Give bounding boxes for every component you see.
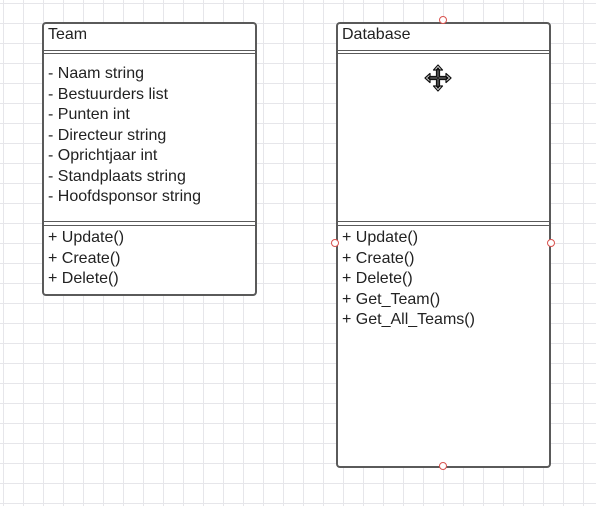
operation[interactable]: + Update()	[342, 229, 419, 246]
operation[interactable]: + Create()	[342, 249, 415, 267]
attribute[interactable]: - Hoofdsponsor string	[48, 188, 201, 205]
connection-handle-right[interactable]	[547, 239, 555, 247]
class-database[interactable]: Database + Update() + Create() + Delete(…	[336, 22, 551, 468]
class-team[interactable]: Team - Naam string - Bestuurders list - …	[42, 22, 257, 296]
attributes-section[interactable]: - Naam string - Bestuurders list - Punte…	[44, 64, 255, 208]
operation[interactable]: + Create()	[48, 249, 121, 267]
attribute[interactable]: - Naam string	[48, 65, 145, 82]
connection-handle-top[interactable]	[439, 16, 447, 24]
operations-section[interactable]: + Update() + Create() + Delete()	[44, 228, 255, 290]
operation[interactable]: + Get_Team()	[342, 290, 441, 308]
attribute[interactable]: - Punten int	[48, 106, 130, 123]
operations-section[interactable]: + Update() + Create() + Delete() + Get_T…	[338, 228, 549, 331]
operation[interactable]: + Delete()	[342, 270, 413, 287]
connection-handle-bottom[interactable]	[439, 462, 447, 470]
section-divider	[338, 221, 549, 226]
operation[interactable]: + Update()	[48, 229, 125, 246]
operation[interactable]: + Get_All_Teams()	[342, 311, 475, 328]
operation[interactable]: + Delete()	[48, 270, 119, 287]
class-title[interactable]: Team	[44, 24, 255, 54]
attribute[interactable]: - Standplaats string	[48, 167, 186, 185]
attribute[interactable]: - Directeur string	[48, 126, 167, 144]
connection-handle-left[interactable]	[331, 239, 339, 247]
move-cursor-icon	[424, 64, 452, 92]
attribute[interactable]: - Bestuurders list	[48, 85, 169, 103]
section-divider	[44, 221, 255, 226]
class-title[interactable]: Database	[338, 24, 549, 54]
attribute[interactable]: - Oprichtjaar int	[48, 147, 158, 164]
